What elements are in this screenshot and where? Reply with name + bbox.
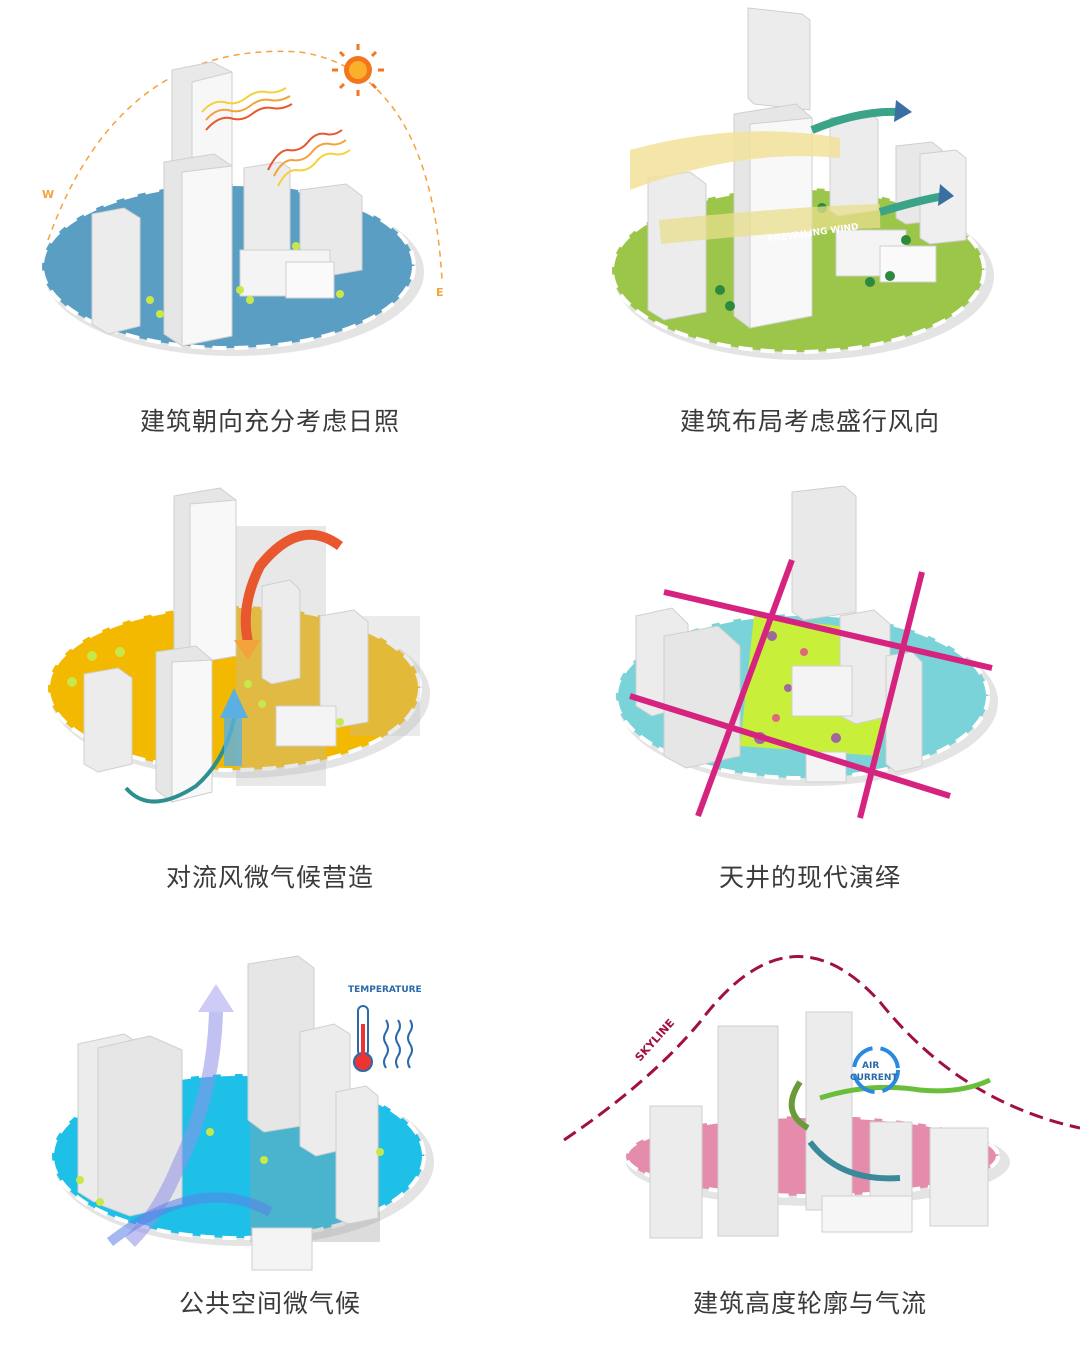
- skyline-diagram: SKYLINE AIR CURRENT: [563, 955, 1080, 1239]
- panel-sunlight: W E 建筑朝向充分考虑日照: [0, 0, 540, 456]
- air-label: AIR: [862, 1061, 879, 1071]
- panel-courtyard: 天井的现代演绎: [540, 456, 1080, 912]
- east-label: E: [436, 286, 444, 299]
- public-space-diagram: TEMPERATURE: [50, 955, 434, 1271]
- sun-icon: [332, 44, 384, 96]
- wind-diagram: PREVAILING WIND: [610, 7, 994, 360]
- panel-skyline: SKYLINE AIR CURRENT 建筑高度轮廓与气流: [540, 912, 1080, 1368]
- caption-skyline: 建筑高度轮廓与气流: [692, 1289, 927, 1318]
- convection-diagram: [46, 487, 430, 804]
- panel-convection: 对流风微气候营造: [0, 456, 540, 912]
- axis-lines: [629, 558, 993, 819]
- panel-wind: PREVAILING WIND 建筑布局考虑盛行风向: [540, 0, 1080, 456]
- sunlight-diagram: W E: [40, 44, 444, 356]
- caption-courtyard: 天井的现代演绎: [718, 863, 901, 892]
- skyline-label: SKYLINE: [633, 1016, 678, 1064]
- caption-convection: 对流风微气候营造: [165, 863, 374, 892]
- current-label: CURRENT: [850, 1073, 898, 1083]
- temperature-label: TEMPERATURE: [348, 985, 422, 995]
- caption-sunlight: 建筑朝向充分考虑日照: [139, 407, 400, 436]
- air-current-icon: [852, 1046, 900, 1094]
- panel-public: TEMPERATURE 公共空间微气候: [0, 912, 540, 1368]
- caption-public: 公共空间微气候: [178, 1289, 361, 1318]
- thermometer-icon: [353, 1005, 413, 1072]
- west-label: W: [42, 188, 54, 201]
- courtyard-diagram: [614, 485, 998, 819]
- caption-wind: 建筑布局考虑盛行风向: [679, 407, 940, 436]
